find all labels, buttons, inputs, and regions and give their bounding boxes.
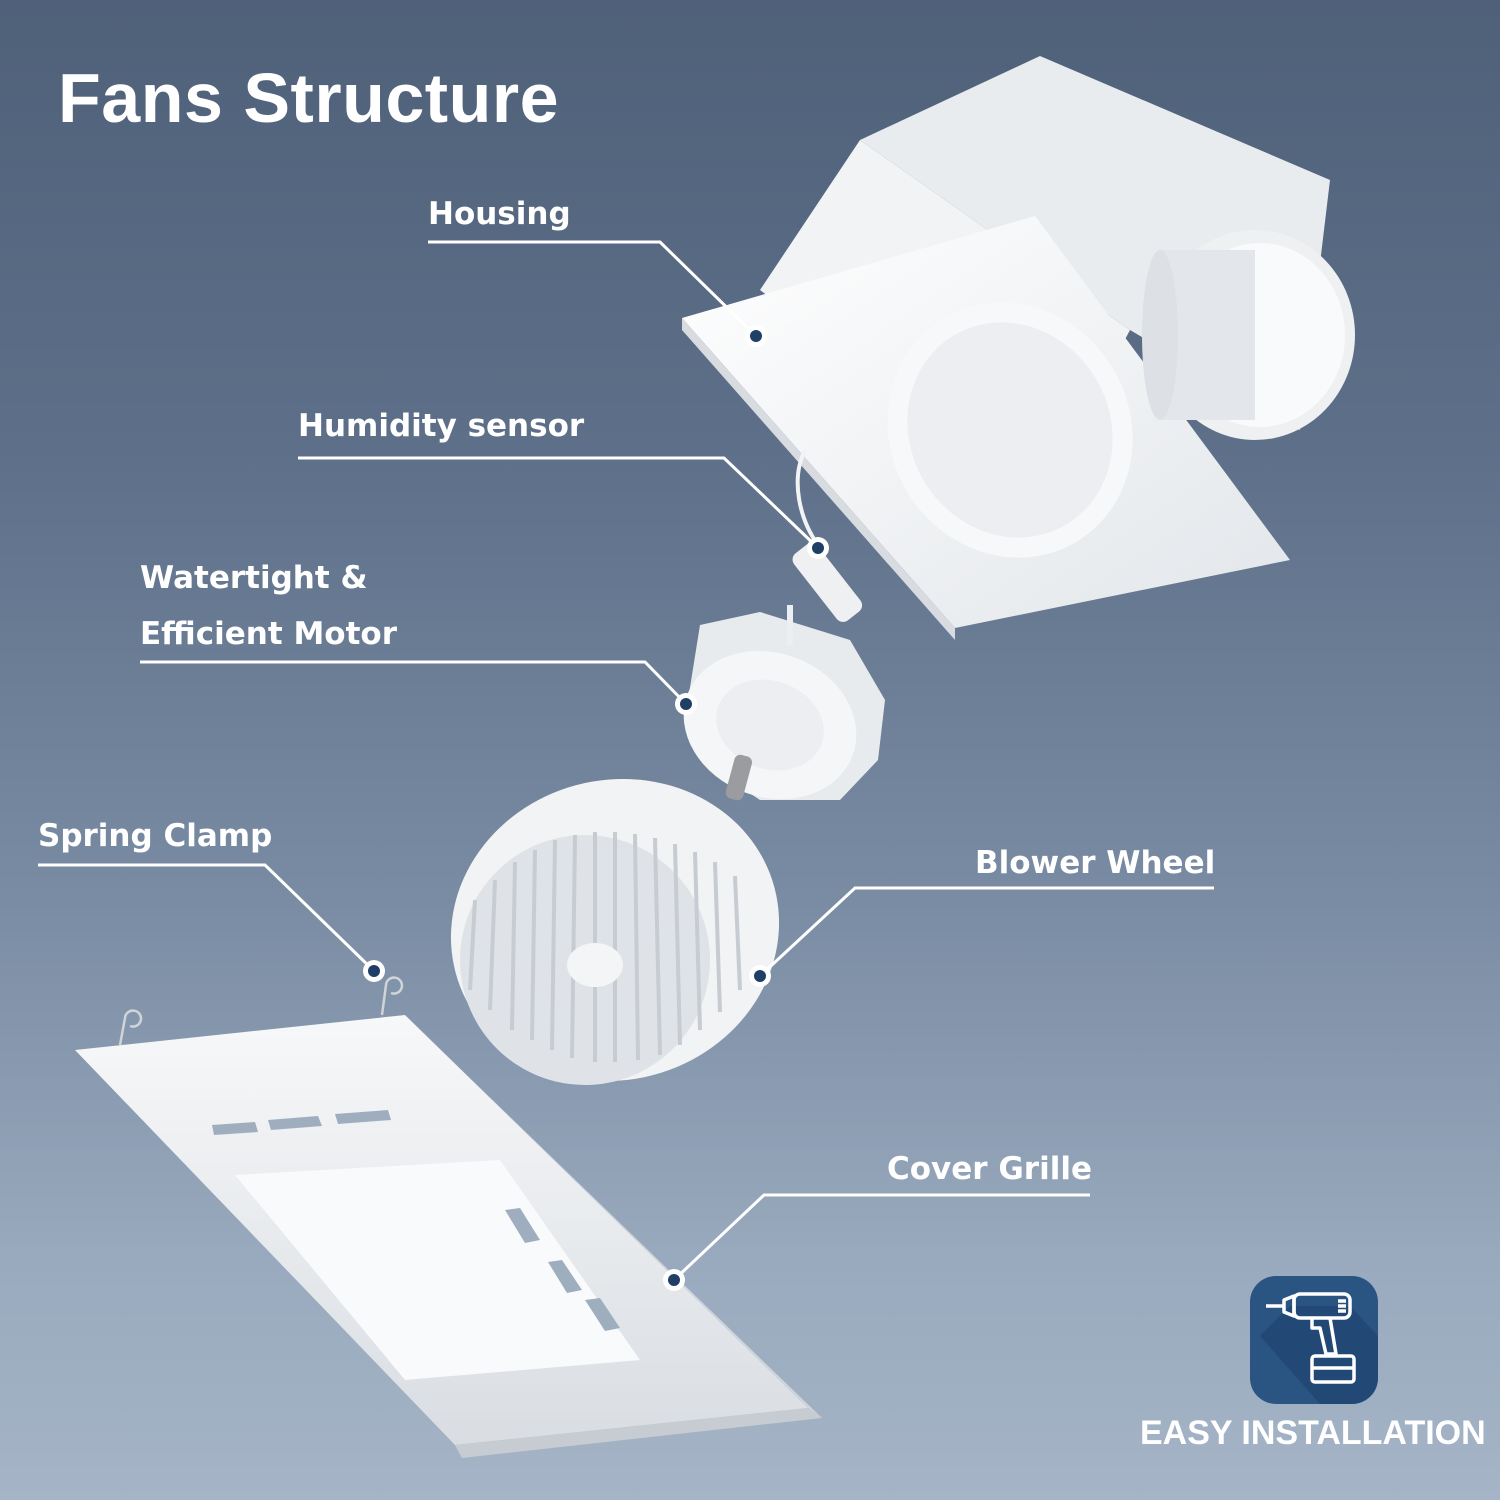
leader-dots xyxy=(363,325,829,1291)
drill-icon xyxy=(1260,1292,1378,1404)
label-motor-line1: Watertight & xyxy=(140,560,368,596)
motor-part xyxy=(683,605,885,801)
dot-motor xyxy=(675,693,697,715)
label-humidity-sensor: Humidity sensor xyxy=(298,408,585,444)
humidity-sensor-part xyxy=(792,449,863,622)
label-housing: Housing xyxy=(428,196,571,232)
label-spring-clamp: Spring Clamp xyxy=(38,818,273,854)
housing-part xyxy=(682,56,1355,640)
dot-humidity-sensor xyxy=(807,537,829,559)
easy-installation-badge xyxy=(1250,1276,1378,1404)
page-title: Fans Structure xyxy=(58,59,559,137)
leader-lines xyxy=(38,240,1214,1282)
cover-grille-part xyxy=(75,976,822,1458)
badge-caption: EASY INSTALLATION xyxy=(1140,1414,1486,1452)
dot-housing xyxy=(745,325,767,347)
blower-wheel-part xyxy=(450,778,780,1085)
dot-spring-clamp xyxy=(363,960,385,982)
label-cover-grille: Cover Grille xyxy=(887,1151,1092,1187)
label-blower-wheel: Blower Wheel xyxy=(975,845,1216,881)
label-motor-line2: Efficient Motor xyxy=(140,616,398,652)
dot-cover-grille xyxy=(663,1269,685,1291)
dot-blower-wheel xyxy=(749,965,771,987)
